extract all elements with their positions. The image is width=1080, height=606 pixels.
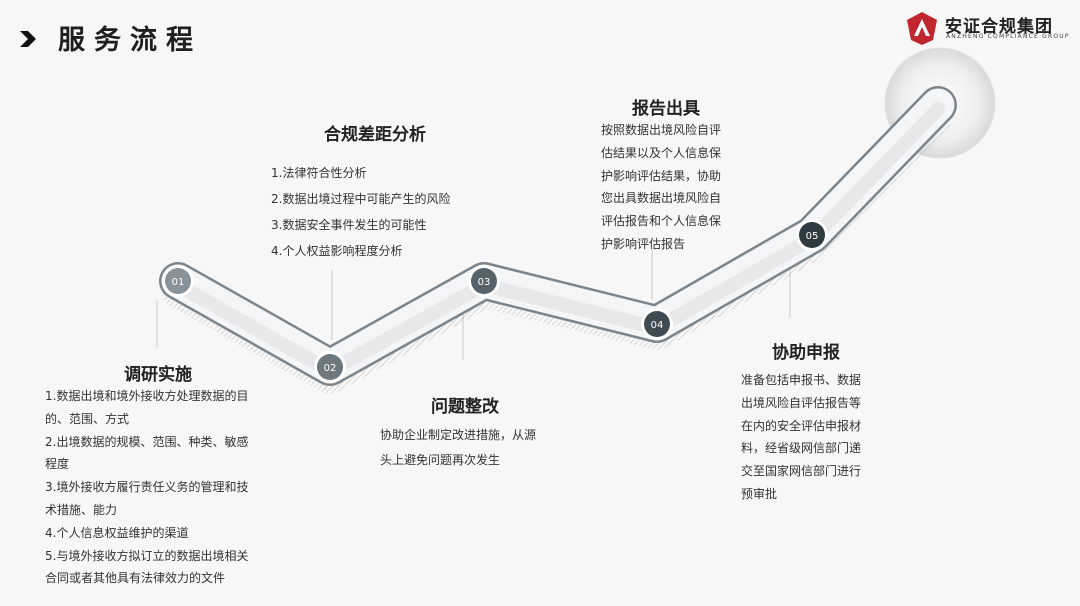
step-04-description: 按照数据出境风险自评 估结果以及个人信息保 护影响评估结果，协助 您出具数据出境… [601,119,721,256]
step-number-05: 05 [806,231,819,242]
step-02-line: 1.法律符合性分析 [271,166,367,180]
step-01-line: 1.数据出境和境外接收方处理数据的目 [45,389,249,403]
step-01-line: 3.境外接收方履行责任义务的管理和技 [45,480,249,495]
step-02-line: 2.数据出境过程中可能产生的风险 [271,192,451,206]
step-05-line: 在内的安全评估申报材 [741,418,862,433]
step-02-description: 1.法律符合性分析 2.数据出境过程中可能产生的风险 3.数据安全事件发生的可能… [271,160,450,264]
step-number-01: 01 [172,277,185,288]
step-02-title: 合规差距分析 [324,125,426,145]
step-number-03: 03 [478,277,491,288]
step-04-line: 您出具数据出境风险自 [601,191,722,206]
step-05-line: 预审批 [741,486,778,501]
step-05-description: 准备包括申报书、数据 出境风险自评估报告等 在内的安全评估申报材 料，经省级网信… [741,369,861,506]
chevron-right-icon [20,31,36,47]
logo-subtitle: ANZHENG COMPLIANCE GROUP [946,33,1070,40]
step-01-line: 2.出境数据的规模、范围、种类、敏感 [45,434,249,449]
step-01-description: 1.数据出境和境外接收方处理数据的目 的、范围、方式 2.出境数据的规模、范围、… [45,385,248,590]
step-05-line: 准备包括申报书、数据 [741,373,862,387]
step-03-line: 协助企业制定改进措施，从源 [380,428,537,442]
step-04-line: 护影响评估报告 [601,236,686,251]
step-01-line: 的、范围、方式 [45,411,130,426]
step-02-line: 4.个人权益影响程度分析 [271,244,403,258]
step-01-title: 调研实施 [124,365,192,385]
logo-name: 安证合规集团 [945,17,1053,37]
step-03-title: 问题整改 [431,397,499,417]
step-04-title: 报告出具 [632,99,700,119]
step-01-line: 4.个人信息权益维护的渠道 [45,525,189,540]
step-01-line: 5.与境外接收方拟订立的数据出境相关 [45,548,249,563]
step-04-line: 按照数据出境风险自评 [601,123,722,137]
shield-icon [907,12,937,45]
step-05-line: 出境风险自评估报告等 [741,395,862,410]
step-01-line: 程度 [45,457,70,472]
step-04-line: 估结果以及个人信息保 [601,145,722,160]
step-number-04: 04 [651,320,664,331]
step-01-line: 合同或者其他具有法律效力的文件 [45,571,226,586]
step-number-02: 02 [324,363,337,374]
page-title: 服务流程 [58,25,202,56]
step-node-01: 01 [162,265,194,297]
step-05-line: 交至国家网信部门进行 [741,464,862,479]
step-05-line: 料，经省级网信部门递 [741,441,862,456]
step-node-03: 03 [468,265,500,297]
step-05-title: 协助申报 [772,343,840,363]
step-node-04: 04 [641,308,673,340]
step-03-line: 头上避免问题再次发生 [380,452,501,467]
step-03-description: 协助企业制定改进措施，从源 头上避免问题再次发生 [380,423,536,472]
step-02-line: 3.数据安全事件发生的可能性 [271,218,427,232]
company-logo: 安证合规集团 ANZHENG COMPLIANCE GROUP [905,10,1075,50]
step-node-02: 02 [314,351,346,383]
step-04-line: 评估报告和个人信息保 [601,214,722,229]
step-04-line: 护影响评估结果，协助 [601,168,722,183]
step-01-line: 术措施、能力 [45,502,118,517]
step-node-05: 05 [796,219,828,251]
